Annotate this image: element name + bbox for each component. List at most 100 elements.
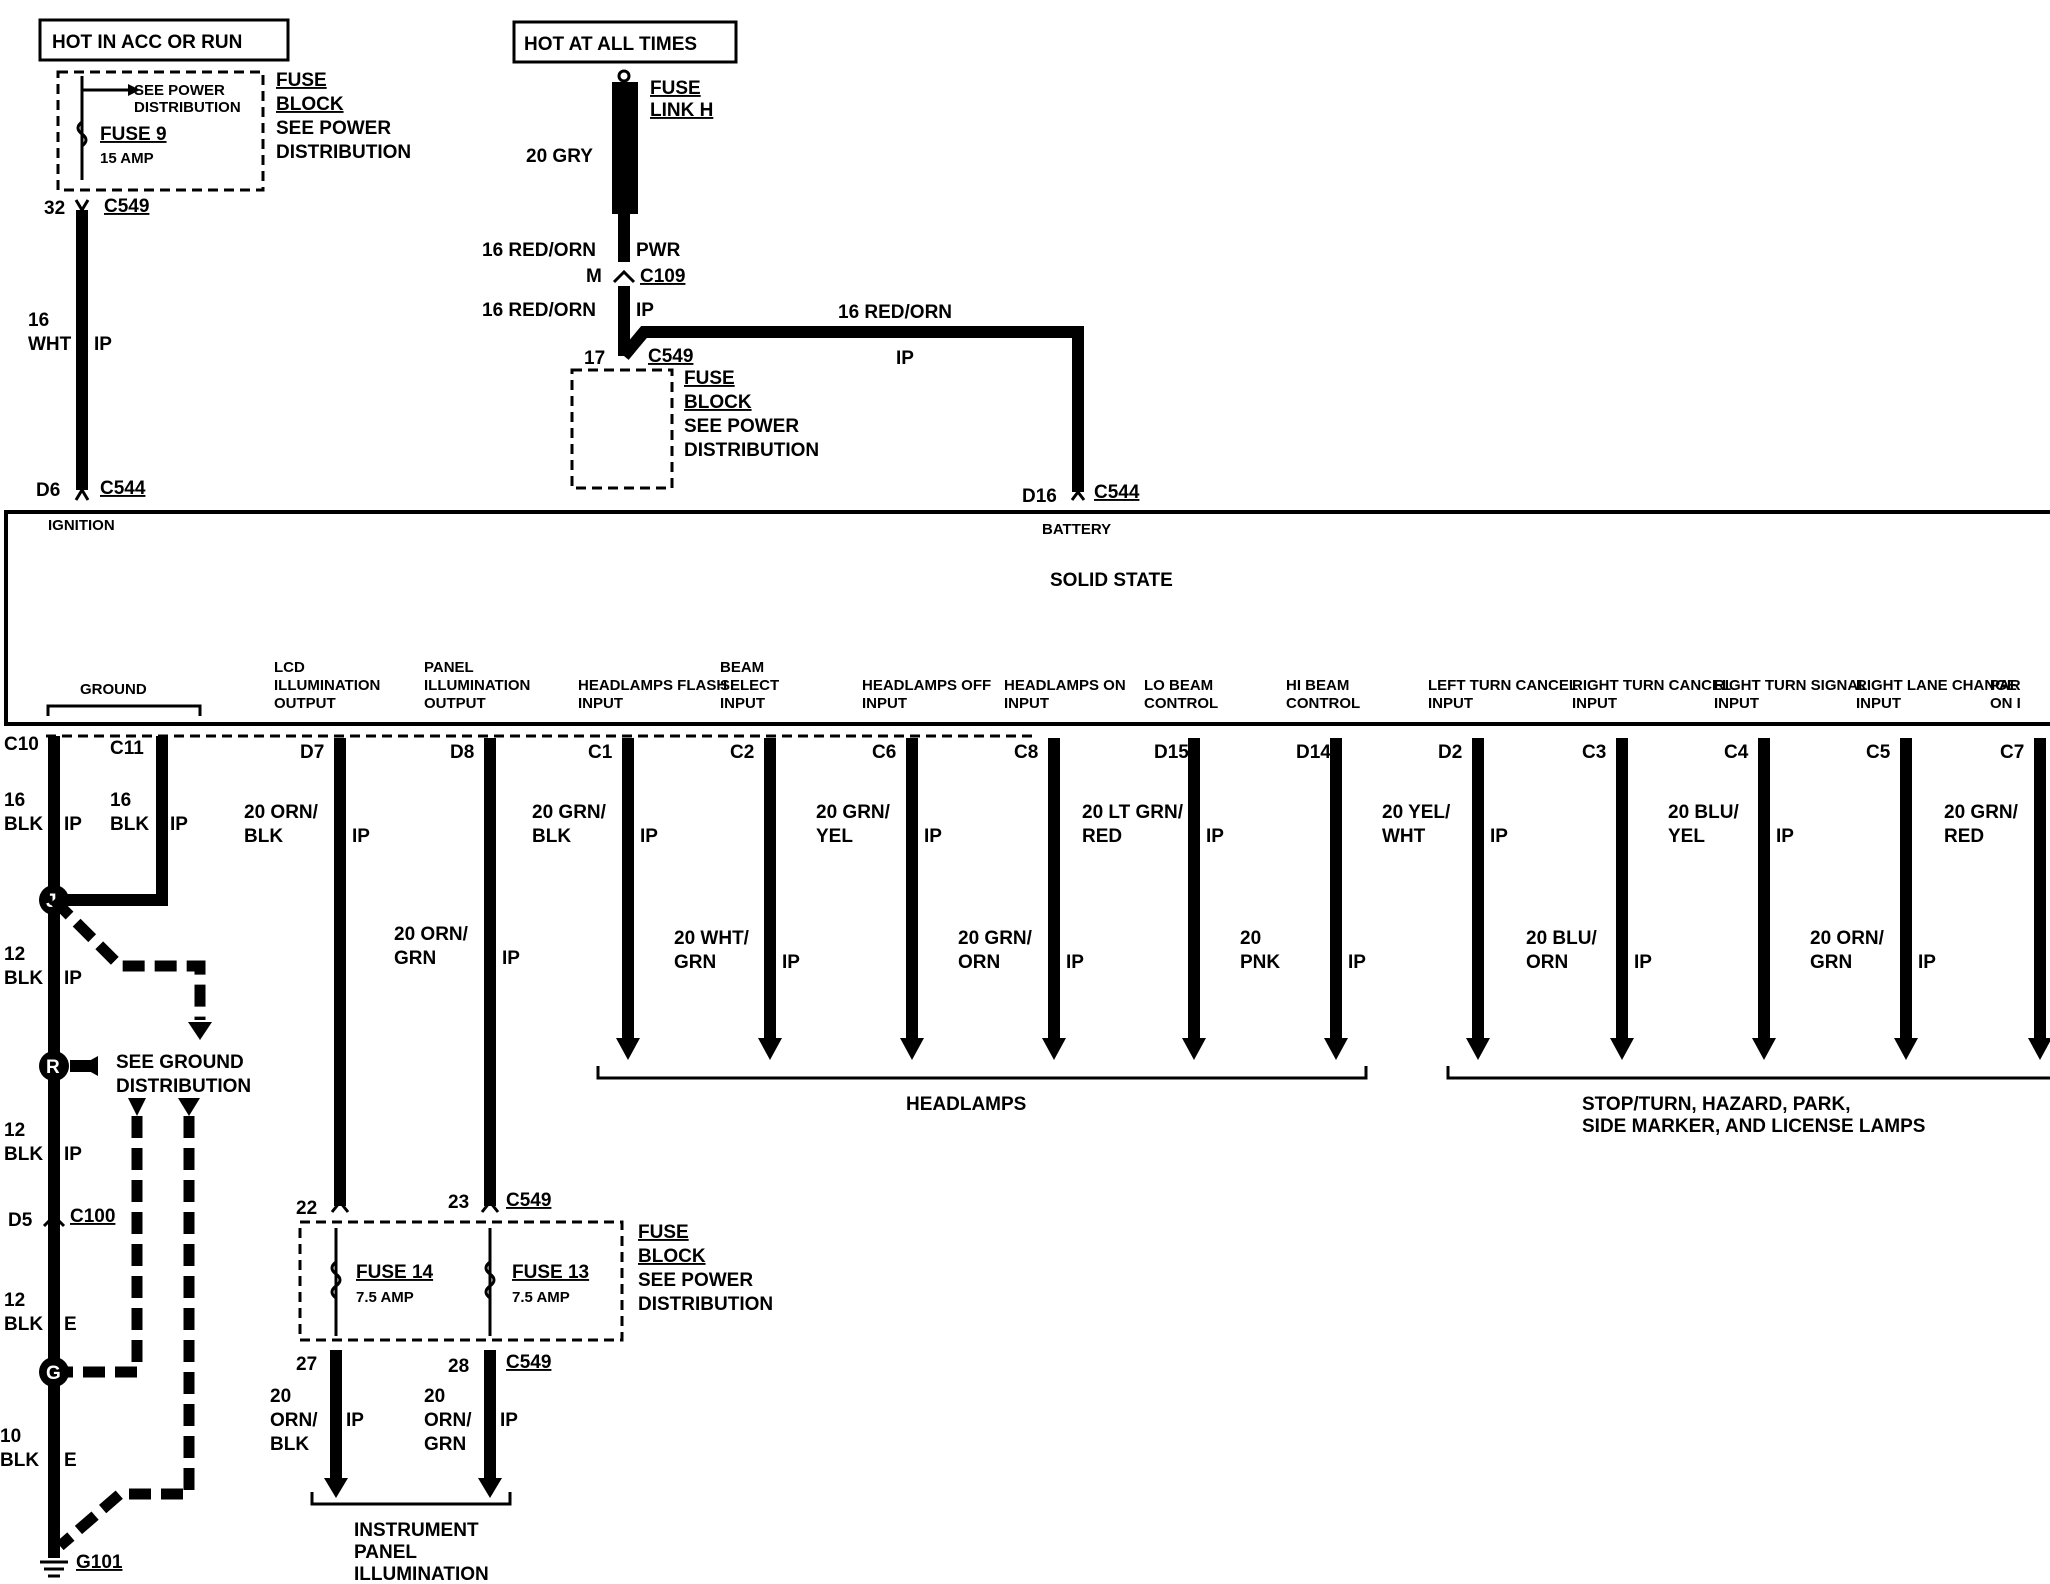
fuse-link-label-1: FUSE	[650, 78, 701, 99]
output-label-d14: CONTROL	[1286, 695, 1360, 712]
splice-r	[39, 1051, 69, 1081]
output-label-c8: INPUT	[1004, 695, 1049, 712]
fuse-block-label-3a: FUSE	[638, 1222, 689, 1243]
output-label-d8: PANEL	[424, 659, 474, 676]
fuse-block-label-2a: FUSE	[684, 368, 735, 389]
ground-branch-j	[50, 896, 206, 1020]
output-label-c2: BEAM	[720, 659, 764, 676]
output-connector-d7	[330, 1199, 350, 1213]
stop-turn-bracket	[1446, 1066, 2050, 1080]
c100-label: C100	[70, 1206, 115, 1227]
fuse13-symbol-icon	[484, 1260, 496, 1300]
blk12-a-1: 12	[4, 944, 25, 965]
wire-ip-b: IP	[636, 300, 654, 321]
wire-seg-d7: IP	[352, 826, 370, 847]
wire-label-d15: RED	[1082, 826, 1122, 847]
output-label-d7: OUTPUT	[274, 695, 336, 712]
output-label-c5: RIGHT LANE CHANGE	[1856, 677, 2017, 694]
wire-label-d15: 20 LT GRN/	[1082, 802, 1184, 823]
output-label-d15: LO BEAM	[1144, 677, 1213, 694]
output-label-d15: CONTROL	[1144, 695, 1218, 712]
wire-seg-c6: IP	[924, 826, 942, 847]
wire-label-d7: 20 ORN/	[244, 802, 319, 823]
output-label-c7: PAR	[1990, 677, 2021, 694]
ground-arrow-icon-a	[188, 1022, 212, 1040]
see-ground-1: SEE GROUND	[116, 1052, 244, 1073]
splice-g-label: G	[46, 1363, 61, 1384]
blk12-c-2: BLK	[4, 1314, 43, 1335]
output-label-c6: INPUT	[862, 695, 907, 712]
ground-c11-wire	[54, 736, 168, 906]
ip-g2: IP	[170, 814, 188, 835]
output-label-c4: RIGHT TURN SIGNAL	[1714, 677, 1867, 694]
wire-label-c7: RED	[1944, 826, 1984, 847]
fuse-link-h	[612, 82, 638, 214]
fuse14-amp: 7.5 AMP	[356, 1289, 414, 1306]
wire-red-orn-label-c: 16 RED/ORN	[838, 302, 952, 323]
pin-c5: C5	[1866, 742, 1891, 763]
wire-red-orn-label-b: 16 RED/ORN	[482, 300, 596, 321]
wire-label-c3: 20 BLU/	[1526, 928, 1597, 949]
ip-g4: IP	[64, 1144, 82, 1165]
e-g1: E	[64, 1314, 77, 1335]
solid-state-label: SOLID STATE	[1050, 570, 1173, 591]
connector-c549-32	[74, 199, 90, 213]
fuse-block-acc-outline	[56, 70, 265, 192]
wire-ip-c: IP	[896, 348, 914, 369]
output-label-c8: HEADLAMPS ON	[1004, 677, 1126, 694]
wire-red-orn-label-a: 16 RED/ORN	[482, 240, 596, 261]
output-label-c2: INPUT	[720, 695, 765, 712]
arrow-head-icon	[128, 84, 140, 96]
wire-label-c8: 20 GRN/	[958, 928, 1033, 949]
see-ground-2: DISTRIBUTION	[116, 1076, 251, 1097]
output-label-d2: INPUT	[1428, 695, 1473, 712]
wire-seg-c8: IP	[1066, 952, 1084, 973]
fuse9-label: FUSE 9	[100, 124, 167, 145]
hot-all-times-box	[512, 20, 738, 64]
see-power-dist-1a: SEE POWER	[276, 118, 391, 139]
pin-c1: C1	[588, 742, 613, 763]
blk12-b-1: 12	[4, 1120, 25, 1141]
output-connector-d8	[480, 1199, 500, 1213]
output-label-c7: ON I	[1990, 695, 2021, 712]
illum-2: PANEL	[354, 1542, 417, 1563]
see-power-dist-small-2: DISTRIBUTION	[134, 99, 241, 116]
e-g2: E	[64, 1450, 77, 1471]
pin-m: M	[586, 266, 602, 287]
wire-16-label: 16	[28, 310, 49, 331]
out27-2: ORN/	[270, 1410, 318, 1431]
fuse-leads	[334, 1228, 492, 1336]
ground-symbol-icon	[40, 1560, 68, 1578]
ip-g1: IP	[64, 814, 82, 835]
arrow-28-icon	[478, 1478, 502, 1498]
see-power-dist-1b: DISTRIBUTION	[276, 142, 411, 163]
output-label-c3: RIGHT TURN CANCEL	[1572, 677, 1731, 694]
blk16-a-2: BLK	[4, 814, 43, 835]
connector-c109	[612, 269, 636, 284]
wire-label-c6: YEL	[816, 826, 853, 847]
wire-label-c5: 20 ORN/	[1810, 928, 1885, 949]
solid-state-module	[4, 510, 2050, 726]
wire-seg-c5: IP	[1918, 952, 1936, 973]
c544-label-b: C544	[1094, 482, 1140, 503]
ground-header: GROUND	[80, 681, 147, 698]
output-arrow-c4-icon	[1752, 1038, 1776, 1060]
pin-c2: C2	[730, 742, 754, 763]
stop-turn-label-2: SIDE MARKER, AND LICENSE LAMPS	[1582, 1116, 1925, 1137]
c549-label-a: C549	[104, 196, 149, 217]
pwr-label: PWR	[636, 240, 681, 261]
blk12-b-2: BLK	[4, 1144, 43, 1165]
ground-branch-g	[54, 1116, 143, 1378]
wire-label-c1: BLK	[532, 826, 571, 847]
wire-label-d8: GRN	[394, 948, 436, 969]
output-label-d7: ILLUMINATION	[274, 677, 380, 694]
wire-label-d7: BLK	[244, 826, 283, 847]
pin-23: 23	[448, 1192, 469, 1213]
hot-all-times-label: HOT AT ALL TIMES	[524, 34, 697, 55]
output-arrow-c5-icon	[1894, 1038, 1918, 1060]
blk12-c-1: 12	[4, 1290, 25, 1311]
output-label-d2: LEFT TURN CANCEL	[1428, 677, 1578, 694]
wire-seg-d8: IP	[502, 948, 520, 969]
pin-22: 22	[296, 1198, 317, 1219]
